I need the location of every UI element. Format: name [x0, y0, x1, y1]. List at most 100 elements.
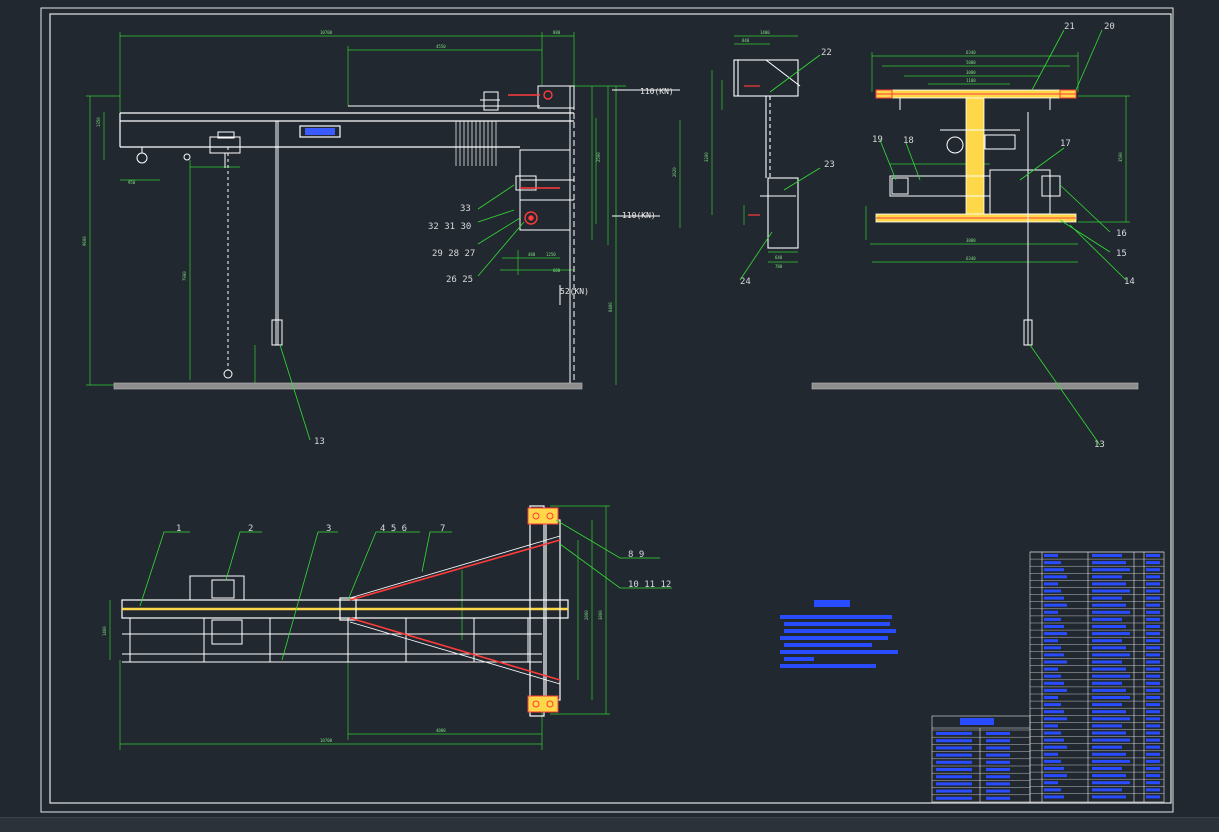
parts-row-cell	[1146, 646, 1160, 650]
parts-row-cell	[1092, 582, 1126, 586]
central-mast	[965, 97, 985, 215]
svg-text:5800: 5800	[966, 60, 976, 65]
parts-row-cell	[1146, 632, 1160, 636]
label-13-side: 13	[314, 437, 325, 447]
parts-row-cell	[1092, 625, 1126, 628]
parts-row-cell	[1146, 639, 1160, 643]
parts-row-cell	[1146, 596, 1160, 600]
svg-text:1100: 1100	[966, 78, 976, 83]
svg-text:7900: 7900	[182, 271, 187, 281]
svg-text:1350: 1350	[96, 117, 101, 127]
parts-row-cell	[1092, 738, 1130, 742]
parts-row-cell	[1092, 632, 1130, 636]
end-leader-lines	[739, 54, 821, 281]
label-7: 7	[440, 524, 445, 534]
parts-row-cell	[1146, 575, 1160, 579]
title-block-heading	[960, 718, 994, 725]
title-row-cell	[986, 732, 1010, 735]
bolted-end-plates	[527, 507, 559, 713]
title-row-cell	[936, 746, 972, 750]
parts-row-cell	[1092, 717, 1130, 721]
parts-row-cell	[1092, 731, 1126, 735]
parts-row-cell	[1092, 703, 1122, 707]
title-row-cell	[986, 753, 1010, 757]
label-24: 24	[740, 277, 751, 287]
parts-row-cell	[1146, 568, 1160, 572]
label-23: 23	[824, 160, 835, 170]
title-row-cell	[986, 782, 1010, 786]
festoon-cable	[455, 121, 497, 166]
parts-row-cell	[1146, 788, 1160, 792]
label-29-28-27: 29 28 27	[432, 249, 475, 259]
nameplate	[305, 128, 335, 135]
label-3: 3	[326, 524, 331, 534]
parts-row-cell	[1044, 653, 1064, 657]
parts-row-cell	[1044, 617, 1061, 621]
parts-row-cell	[1146, 759, 1160, 763]
parts-row-cell	[1092, 589, 1130, 593]
parts-row-cell	[1092, 752, 1126, 756]
svg-text:4000: 4000	[436, 728, 446, 733]
label-19: 19	[872, 135, 883, 145]
label-26-25: 26 25	[446, 275, 473, 285]
title-row-cell	[986, 768, 1010, 771]
svg-text:640: 640	[775, 255, 783, 260]
parts-row-cell	[1146, 625, 1160, 628]
parts-row-cell	[1044, 610, 1058, 614]
parts-row-cell	[1092, 781, 1130, 785]
title-block-rows	[932, 729, 1030, 800]
load-label-vertical: 52(KN)	[560, 287, 589, 296]
parts-row-cell	[1044, 639, 1058, 643]
parts-row-cell	[1092, 767, 1122, 770]
label-22: 22	[821, 48, 832, 58]
diagonal-braces	[349, 535, 561, 685]
red-connection-members	[508, 90, 560, 225]
parts-row-cell	[1092, 759, 1130, 763]
plan-dimension-lines	[865, 52, 1130, 263]
label-14: 14	[1124, 277, 1135, 287]
parts-row-cell	[1092, 660, 1122, 664]
svg-text:1400: 1400	[760, 30, 770, 35]
label-1: 1	[176, 524, 181, 534]
svg-text:600: 600	[553, 268, 561, 273]
parts-row-cell	[1044, 681, 1064, 685]
title-row-cell	[936, 775, 972, 779]
svg-text:10700: 10700	[320, 30, 333, 35]
svg-text:2620: 2620	[672, 167, 677, 177]
parts-row-cell	[1044, 646, 1061, 650]
svg-text:3080: 3080	[966, 70, 976, 75]
svg-text:3800: 3800	[598, 610, 603, 620]
side-elevation-view: 10700 4550 880 9600 7900 1350 950 2500 8…	[82, 30, 680, 447]
parts-row-cell	[1044, 703, 1061, 707]
parts-row-cell	[1146, 582, 1160, 586]
parts-row-cell	[1044, 596, 1064, 600]
parts-row-cell	[1092, 667, 1126, 671]
parts-row-cell	[1044, 788, 1061, 792]
status-bar	[0, 817, 1219, 832]
parts-row-cell	[1044, 674, 1061, 678]
title-row-cell	[986, 796, 1010, 800]
main-girder	[119, 112, 574, 148]
parts-row-cell	[1044, 589, 1061, 593]
parts-row-cell	[1146, 554, 1160, 557]
label-2: 2	[248, 524, 253, 534]
title-row-cell	[986, 775, 1010, 779]
drawing-border	[40, 7, 1174, 813]
parts-row-cell	[1092, 603, 1126, 607]
parts-row-cell	[1146, 696, 1160, 699]
parts-row-cell	[1044, 561, 1061, 565]
parts-row-cell	[1092, 774, 1126, 778]
parts-row-cell	[1044, 568, 1064, 572]
parts-row-cell	[1146, 674, 1160, 678]
parts-row-cell	[1044, 582, 1058, 586]
parts-row-cell	[1092, 617, 1122, 621]
parts-row-cell	[1092, 653, 1130, 657]
parts-row-cell	[1044, 774, 1067, 778]
parts-row-cell	[1044, 688, 1067, 692]
parts-row-cell	[1092, 745, 1122, 749]
svg-text:6340: 6340	[966, 50, 976, 55]
parts-row-cell	[1146, 717, 1160, 721]
parts-row-cell	[1092, 724, 1122, 728]
